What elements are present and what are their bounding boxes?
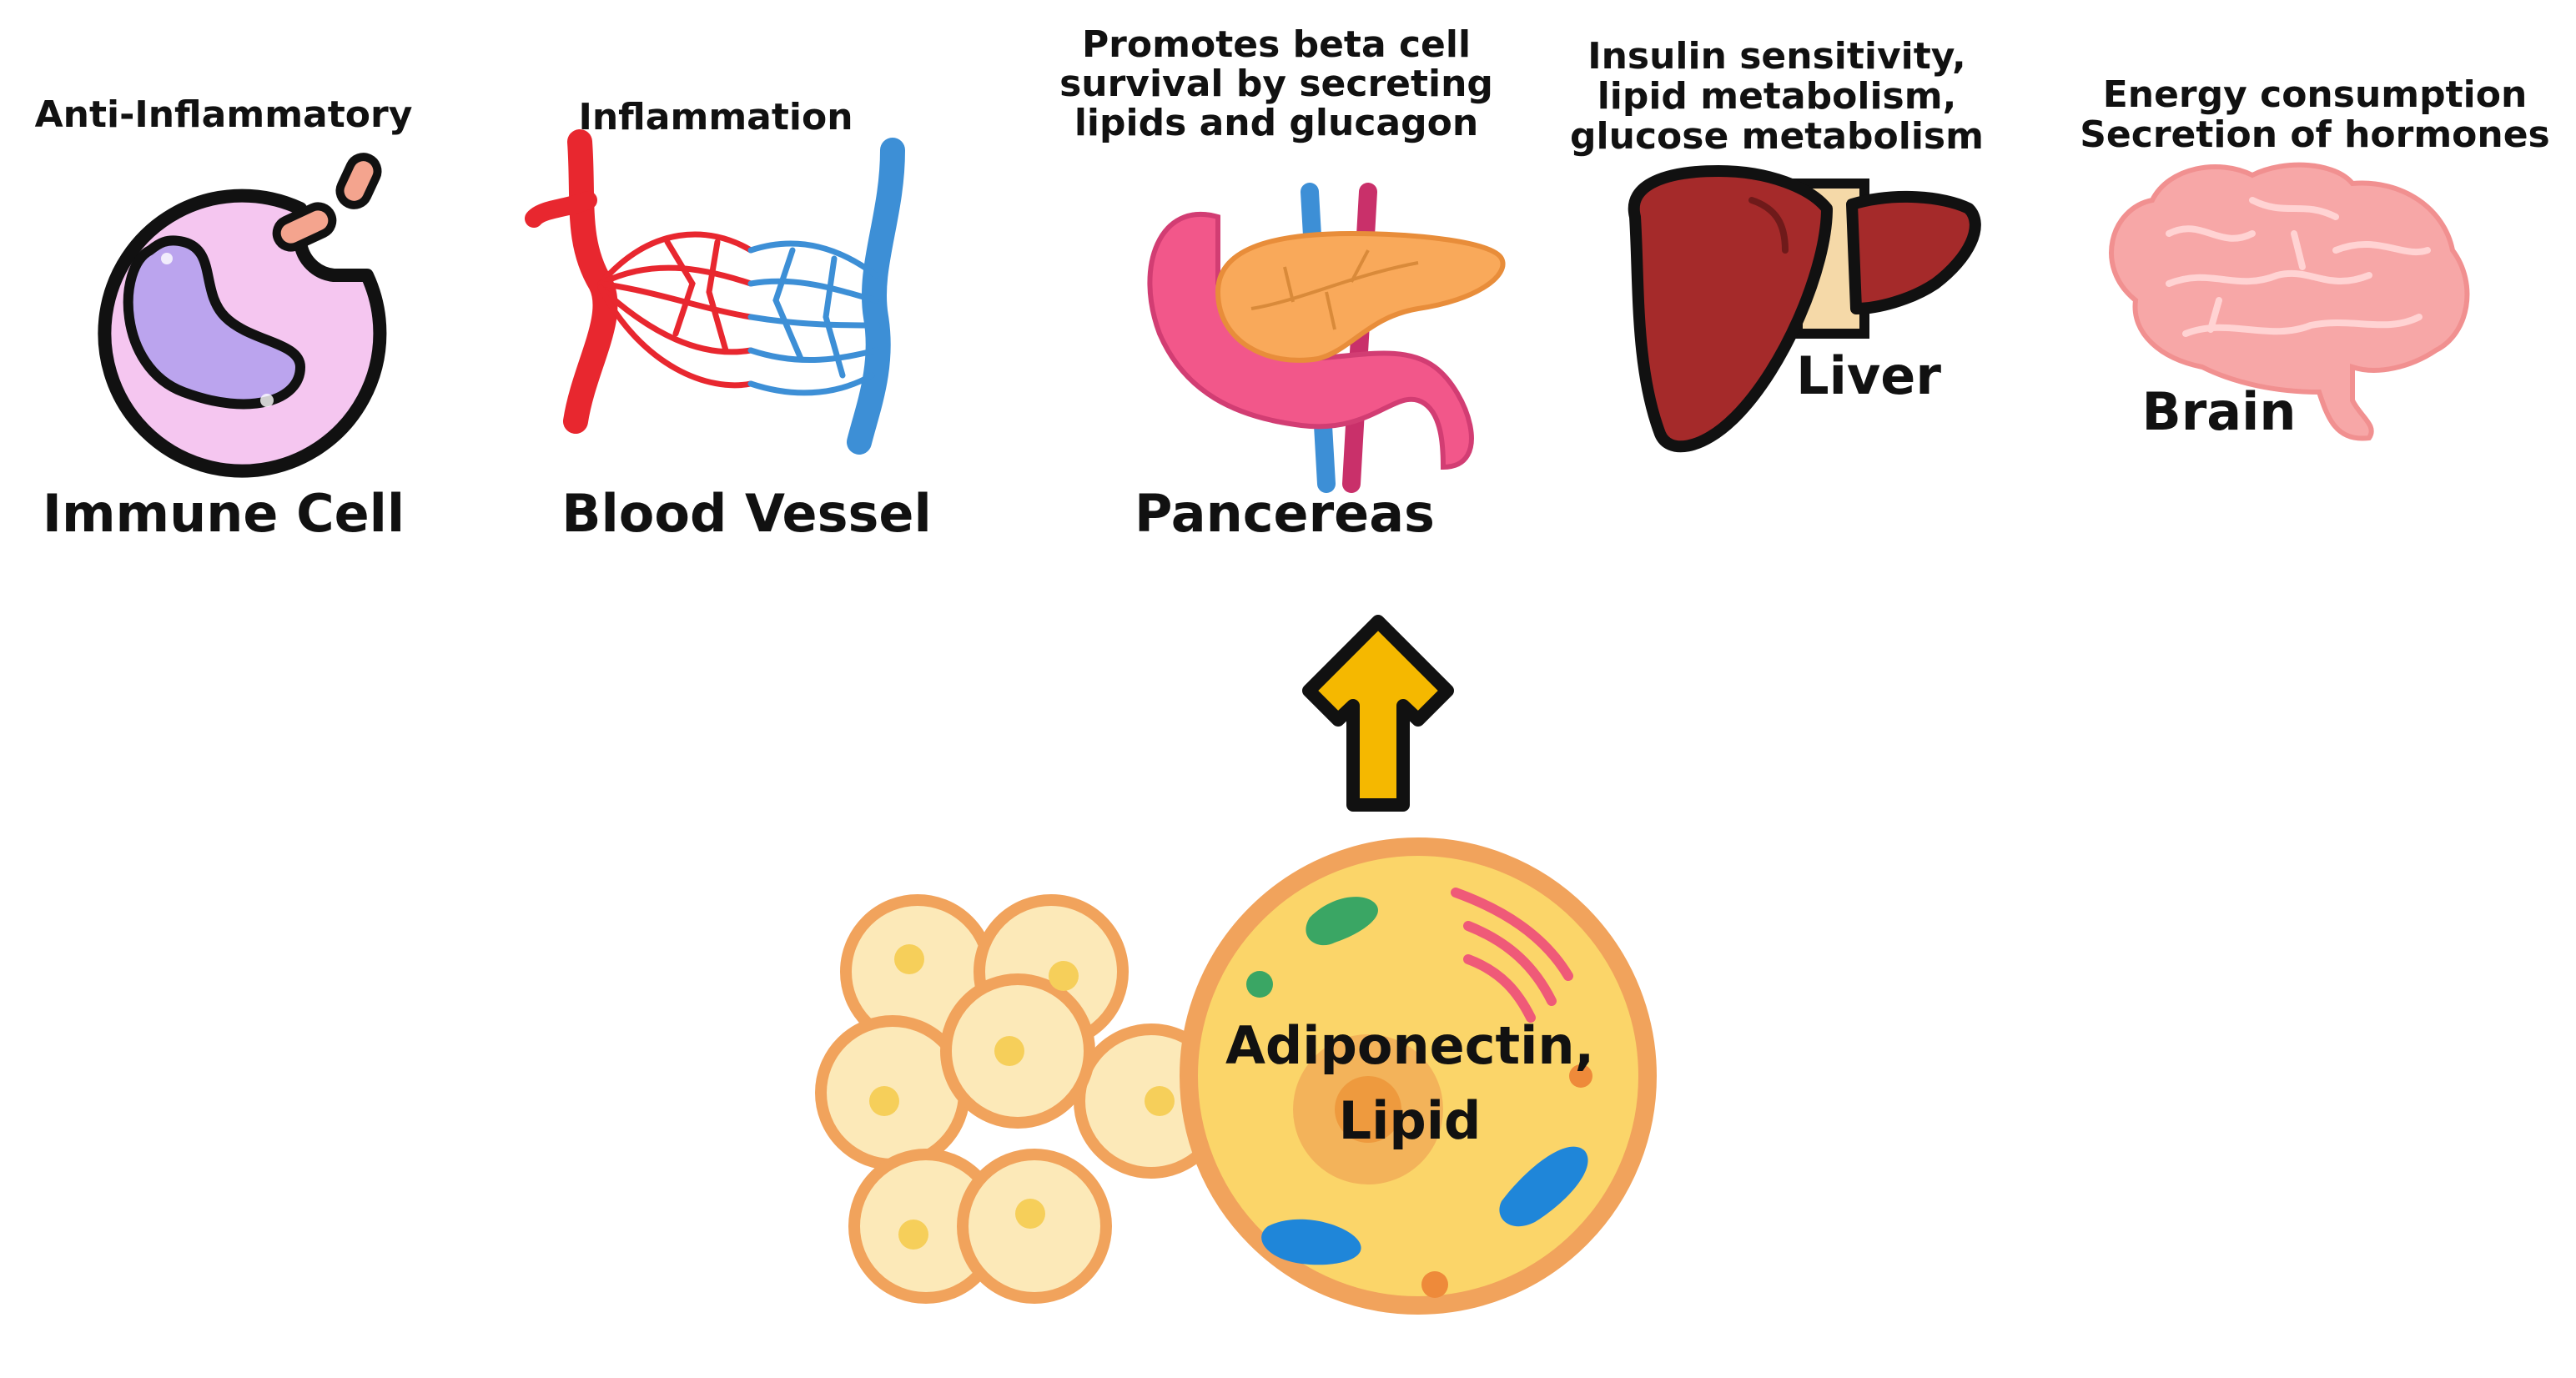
liver-description-line-3: glucose metabolism: [1570, 115, 1984, 158]
brain-label: Brain: [2141, 381, 2296, 442]
immune-cell-icon: [98, 153, 387, 478]
blood-vessel-description-line-1: Inflammation: [578, 96, 853, 138]
pancreas-description-line-1: Promotes beta cell: [1082, 23, 1471, 66]
brain-icon: [2109, 162, 2470, 441]
up-arrow-icon: [1302, 615, 1454, 812]
pancreas-description-line-2: survival by secreting: [1059, 63, 1493, 105]
brain-description-line-1: Energy consumption: [2103, 73, 2528, 116]
blood-vessel-icon: [525, 129, 905, 455]
adipocyte-cluster-icon: [815, 894, 1229, 1304]
liver-description-line-2: lipid metabolism,: [1597, 75, 1957, 118]
brain-description-line-2: Secretion of hormones: [2080, 113, 2550, 156]
blood-vessel-label: Blood Vessel: [561, 483, 931, 544]
immune-cell-label: Immune Cell: [43, 483, 405, 544]
pancreas-label: Pancereas: [1135, 483, 1435, 544]
adipocyte-label-line-2: Lipid: [1339, 1090, 1482, 1151]
adipocyte-cell-icon: [1180, 837, 1657, 1315]
liver-description-line-1: Insulin sensitivity,: [1587, 35, 1966, 78]
pancreas-icon: [1147, 183, 1506, 493]
adipocyte-label-line-1: Adiponectin,: [1225, 1015, 1594, 1076]
pancreas-description-line-3: lipids and glucagon: [1074, 102, 1478, 144]
liver-label: Liver: [1796, 345, 1941, 406]
immune-cell-description-line-1: Anti-Inflammatory: [35, 93, 413, 136]
liver-icon: [1628, 165, 1981, 453]
